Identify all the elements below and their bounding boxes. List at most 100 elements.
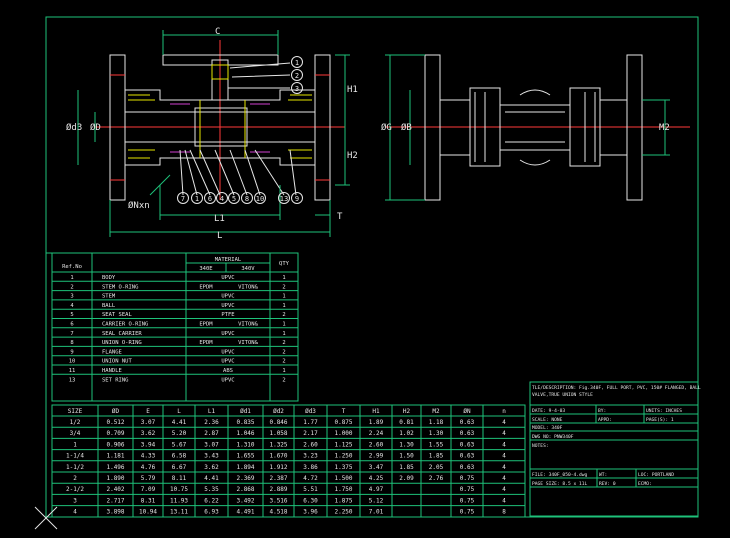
size-cell: 0.709 bbox=[106, 430, 124, 437]
size-cell: 0.906 bbox=[106, 441, 124, 448]
callout-circle bbox=[291, 69, 303, 81]
size-cell: 3.07 bbox=[204, 441, 219, 448]
part-qty: 2 bbox=[282, 312, 285, 318]
tb-appd: APPD: bbox=[598, 417, 612, 423]
tb-units: UNITS: INCHES bbox=[646, 408, 682, 414]
part-qty: 2 bbox=[282, 349, 285, 355]
size-cell: 1-1/4 bbox=[66, 453, 84, 460]
size-cell: 13.11 bbox=[170, 509, 188, 516]
size-cell: 1.750 bbox=[334, 486, 352, 493]
part-material: UPVC bbox=[221, 275, 234, 281]
part-qty: 1 bbox=[282, 331, 285, 337]
parts-table-border bbox=[51, 252, 299, 402]
front-section-view bbox=[95, 40, 345, 201]
size-cell: 3.47 bbox=[369, 464, 384, 471]
size-cell: 0.63 bbox=[460, 441, 475, 448]
size-cell: 1.500 bbox=[334, 475, 352, 482]
part-name: CARRIER O-RING bbox=[102, 322, 148, 328]
size-cell: 5.20 bbox=[172, 430, 187, 437]
size-cell: 3.94 bbox=[141, 441, 156, 448]
size-cell: 1.77 bbox=[303, 419, 318, 426]
part-no: 4 bbox=[70, 303, 74, 309]
size-cell: 4.76 bbox=[141, 464, 156, 471]
header-ref: Ref.No bbox=[62, 264, 82, 270]
callout-number: 4 bbox=[220, 195, 224, 203]
size-cell: 1.30 bbox=[429, 430, 444, 437]
size-cell: 2.250 bbox=[334, 509, 352, 516]
size-cell: 1/2 bbox=[70, 419, 81, 426]
tb-loc: LOC: PORTLAND bbox=[638, 472, 674, 478]
callout-number: 1 bbox=[195, 195, 199, 203]
header-qty: QTY bbox=[279, 261, 290, 267]
part-name: UNION O-RING bbox=[102, 340, 142, 346]
size-cell: 8.31 bbox=[141, 497, 156, 504]
size-cell: 3.07 bbox=[141, 419, 156, 426]
callout-circle bbox=[228, 192, 240, 204]
part-name: STEM bbox=[102, 294, 116, 300]
size-cell: 1.310 bbox=[236, 441, 254, 448]
size-cell: 1.375 bbox=[334, 464, 352, 471]
size-cell: 2.05 bbox=[429, 464, 444, 471]
part-name: FLANGE bbox=[102, 349, 122, 355]
size-col-header: M2 bbox=[432, 408, 440, 415]
ucs-icon bbox=[34, 506, 58, 530]
size-cell: 1.655 bbox=[236, 453, 254, 460]
size-cell: 6.22 bbox=[204, 497, 219, 504]
part-no: 8 bbox=[70, 340, 73, 346]
size-cell: 3.516 bbox=[269, 497, 287, 504]
size-col-header: T bbox=[342, 408, 346, 415]
size-cell: 8.11 bbox=[172, 475, 187, 482]
size-cell: 4.41 bbox=[172, 419, 187, 426]
callout-circle bbox=[291, 82, 303, 94]
part-material: UPVC bbox=[221, 303, 234, 309]
tb-by: BY: bbox=[598, 408, 606, 414]
size-cell: 1.046 bbox=[236, 430, 254, 437]
size-cell: 2.87 bbox=[204, 430, 219, 437]
size-cell: 6.58 bbox=[172, 453, 187, 460]
callout-circle bbox=[216, 192, 228, 204]
size-cell: 0.63 bbox=[460, 419, 475, 426]
part-material: UPVC bbox=[221, 349, 234, 355]
callout-number: 9 bbox=[295, 195, 299, 203]
size-cell: 2.387 bbox=[269, 475, 287, 482]
part-qty: 1 bbox=[282, 303, 285, 309]
part-name: UNION NUT bbox=[102, 359, 132, 365]
header-340e: 340E bbox=[199, 266, 212, 272]
size-cell: 1.912 bbox=[269, 464, 287, 471]
tb-notes: NOTES: bbox=[532, 443, 549, 449]
tb-model: MODEL: 340F bbox=[532, 425, 563, 431]
callout-number: 13 bbox=[280, 195, 288, 203]
size-cell: 0.75 bbox=[460, 509, 475, 516]
size-cell: 1.85 bbox=[429, 453, 444, 460]
size-cell: 4 bbox=[502, 441, 506, 448]
size-cell: 2.36 bbox=[204, 419, 219, 426]
title-block bbox=[529, 381, 699, 517]
part-qty: 1 bbox=[282, 368, 285, 374]
part-name: SEAT SEAL bbox=[102, 312, 132, 318]
part-no: 2 bbox=[70, 284, 73, 290]
size-cell: 4.33 bbox=[141, 453, 156, 460]
tb-desc: TLE/DESCRIPTION: Fig.340F, FULL PORT, PV… bbox=[532, 385, 701, 391]
size-col-header: L1 bbox=[208, 408, 216, 415]
size-cell: 1.890 bbox=[106, 475, 124, 482]
size-cell: 1.85 bbox=[399, 464, 414, 471]
part-name: BALL bbox=[102, 303, 116, 309]
size-cell: 0.846 bbox=[269, 419, 287, 426]
size-cell: 4.25 bbox=[369, 475, 384, 482]
callout-circle bbox=[191, 192, 203, 204]
part-qty: 1 bbox=[282, 322, 285, 328]
size-cell: 0.63 bbox=[460, 464, 475, 471]
size-cell: 1.89 bbox=[369, 419, 384, 426]
header-340v: 340V bbox=[241, 266, 255, 272]
size-cell: 3 bbox=[73, 497, 77, 504]
size-cell: 1.670 bbox=[269, 453, 287, 460]
size-cell: 4 bbox=[502, 430, 506, 437]
part-no: 11 bbox=[69, 368, 76, 374]
size-cell: 2.60 bbox=[369, 441, 384, 448]
size-cell: 4 bbox=[502, 453, 506, 460]
part-no: 13 bbox=[69, 377, 76, 383]
size-cell: 4 bbox=[502, 486, 506, 493]
tb-pages: PAGE(S): 1 bbox=[646, 417, 674, 423]
size-cell: 3.43 bbox=[204, 453, 219, 460]
